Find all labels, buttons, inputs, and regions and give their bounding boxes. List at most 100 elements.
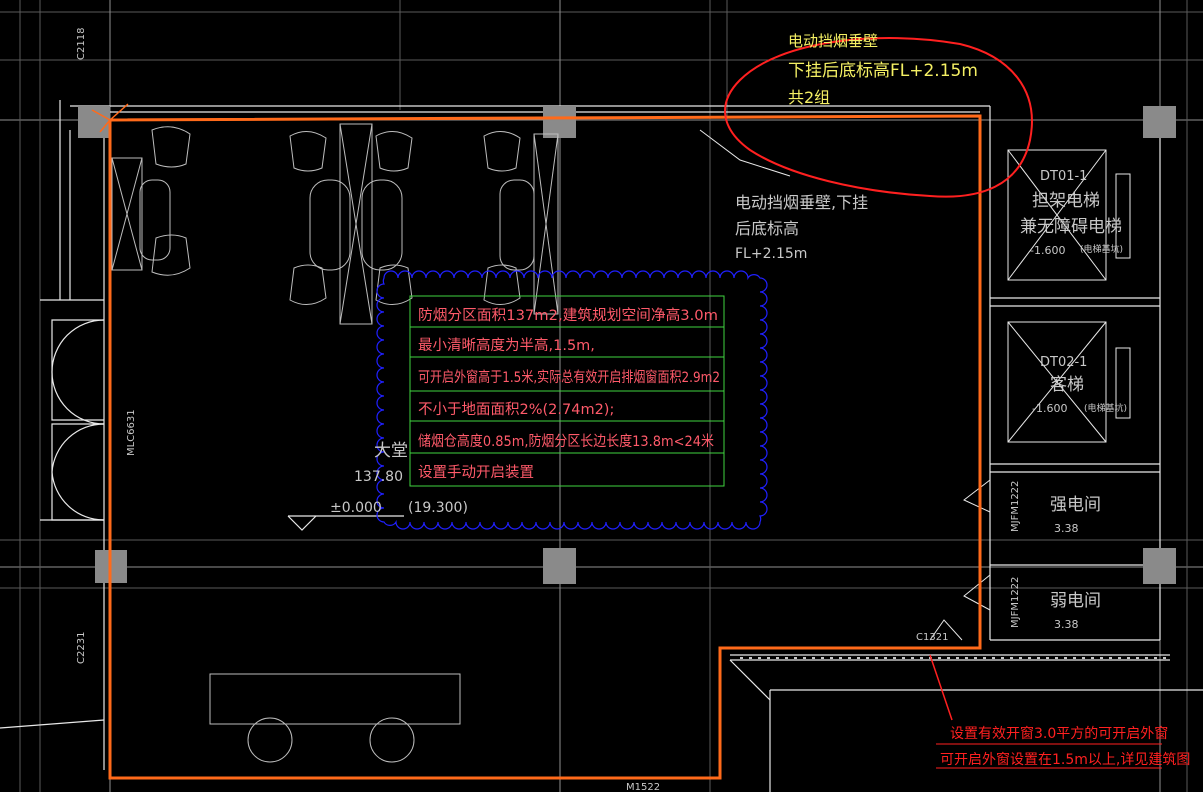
column-5 [543,548,576,584]
callout-line-1: 电动挡烟垂壁 [788,32,878,50]
hatch-dot [947,657,950,659]
sofa-3 [533,133,559,315]
strong-room-area: 3.38 [1054,522,1079,535]
level-alt: (19.300) [408,500,468,516]
hatch-dot [740,657,743,659]
hatch-dot [1091,657,1094,659]
hatch-dot [1109,657,1112,659]
hatch-dot [1028,657,1031,659]
hatch-dot [938,657,941,659]
smoke-zone-boundary [108,114,982,780]
hatch-dot [1154,657,1157,659]
elevator-2-name: 客梯 [1050,375,1084,395]
elevator-2-code: DT02-1 [1040,355,1087,370]
door-swing-3 [929,619,963,641]
hatch-dot [974,657,977,659]
callout-ellipse [724,37,1033,198]
elevator-1-pit-depth: -1.600 [1030,244,1065,257]
chair-2c [375,131,413,172]
hatch-dot [794,657,797,659]
hatch-dot [848,657,851,659]
callout-line-2: 下挂后底标高FL+2.15m [788,61,978,81]
chair-2b [289,264,327,305]
hatch-dot [920,657,923,659]
chair-set-3 [483,131,559,315]
barrier-note-line-2: 后底标高 [735,219,799,238]
hatch-dot [1136,657,1139,659]
chair-1b [151,234,191,276]
elevator-1-car [1007,149,1107,281]
note-row-1: 防烟分区面积137m2,建筑规划空间净高3.0m [418,307,718,324]
hatch-dot [1118,657,1121,659]
entrance-door-arc-1 [51,319,105,373]
entrance-frame-top [51,319,104,421]
hatch-dot [1082,657,1085,659]
entrance-frame-bottom [51,423,104,521]
hatch-dot [1145,657,1148,659]
tag-door-weak: MJFM1222 [1010,577,1021,628]
weak-room-area: 3.38 [1054,618,1079,631]
table-3 [499,179,535,271]
hatch-dot [1001,657,1004,659]
hatch-dot [1100,657,1103,659]
hatch-dot [839,657,842,659]
hatch-dot [1064,657,1067,659]
callout-leader [699,129,791,177]
note-row-4: 不小于地面面积2%(2.74m2); [418,401,614,418]
column-3 [1143,106,1176,138]
lobby-name: 大堂 [374,441,408,461]
reception-stool-1 [247,717,293,763]
window-note-line-1: 设置有效开窗3.0平方的可开启外窗 [950,725,1168,742]
hatch-dot [866,657,869,659]
sofa-1-x2 [111,157,143,271]
elevator-1-name-2: 兼无障碍电梯 [1020,217,1122,237]
strong-room-name: 强电间 [1050,495,1101,515]
ground-hatch [740,657,1166,659]
table-2a [309,179,351,271]
hatch-dot [1019,657,1022,659]
tag-window-left-top: C2118 [76,28,87,60]
tag-window-bottom-right: C1321 [916,632,948,643]
hatch-dot [1055,657,1058,659]
hatch-dot [857,657,860,659]
hatch-dot [992,657,995,659]
column-6 [1143,548,1176,584]
elevator-shafts [1007,149,1131,443]
hatch-dot [785,657,788,659]
hatch-dot [956,657,959,659]
weak-room-name: 弱电间 [1050,591,1101,611]
chair-set-2 [289,123,413,325]
elevator-1-pit-label: (电梯基坑) [1080,243,1123,255]
left-ext-wall-lower [0,719,105,729]
elevator-2-pit-label: (电梯基坑) [1084,402,1127,414]
level-marker [287,515,404,531]
furniture [111,123,559,763]
elevator-1-counterweight [1115,173,1131,259]
barrier-note-line-3: FL+2.15m [735,246,807,262]
elevator-2-x2 [1007,321,1107,443]
tag-door-left: MLC6631 [126,409,137,456]
elevator-1-name-1: 担架电梯 [1032,191,1100,211]
note-row-5: 储烟仓高度0.85m,防烟分区长边长度13.8m<24米 [418,433,714,450]
note-row-3: 可开启外窗高于1.5米,实际总有效开启排烟窗面积2.9m2 [418,368,720,386]
reception-desk [209,673,461,725]
hatch-dot [893,657,896,659]
door-swing-1 [963,479,991,513]
door-swing-2 [963,574,991,611]
hatch-dot [983,657,986,659]
callout-line-3: 共2组 [788,88,830,107]
smoke-zone-revision-cloud [376,270,768,530]
hatch-dot [875,657,878,659]
elevator-2-counterweight [1115,347,1131,419]
hatch-dot [965,657,968,659]
hatch-dot [1037,657,1040,659]
sofa-1 [111,157,143,271]
window-note-line-2: 可开启外窗设置在1.5m以上,详见建筑图 [940,751,1190,768]
hatch-dot [911,657,914,659]
tag-door-bottom: M1522 [626,782,660,792]
note-row-2: 最小清晰高度为半高,1.5m, [418,337,595,354]
hatch-dot [821,657,824,659]
hatch-dot [776,657,779,659]
